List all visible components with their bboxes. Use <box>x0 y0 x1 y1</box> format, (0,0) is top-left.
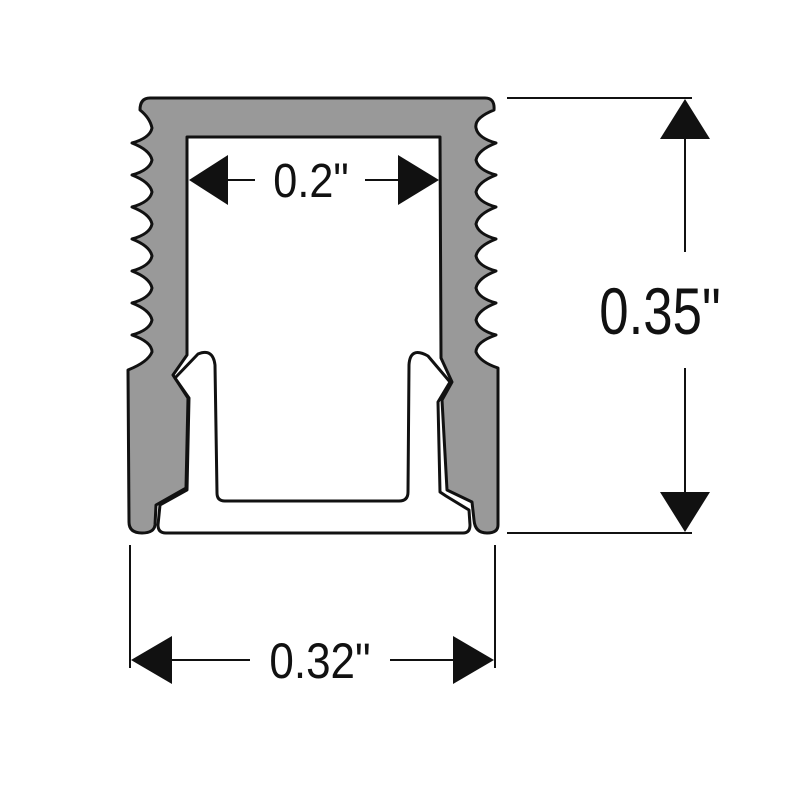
housing-profile <box>126 96 500 535</box>
arrow-right-icon <box>453 636 494 684</box>
arrow-up-icon <box>660 99 710 139</box>
arrow-down-icon <box>660 492 710 532</box>
height-dimension: 0.35" <box>507 97 721 534</box>
inner-width-label: 0.2" <box>273 154 348 208</box>
arrow-right-icon <box>398 155 439 205</box>
arrow-left-icon <box>189 155 228 205</box>
height-label: 0.35" <box>599 274 720 348</box>
inner-width-dimension: 0.2" <box>189 154 439 208</box>
outer-width-dimension: 0.32" <box>129 545 496 689</box>
outer-width-label: 0.32" <box>269 632 370 688</box>
insert-profile <box>156 350 472 535</box>
arrow-left-icon <box>131 636 172 684</box>
